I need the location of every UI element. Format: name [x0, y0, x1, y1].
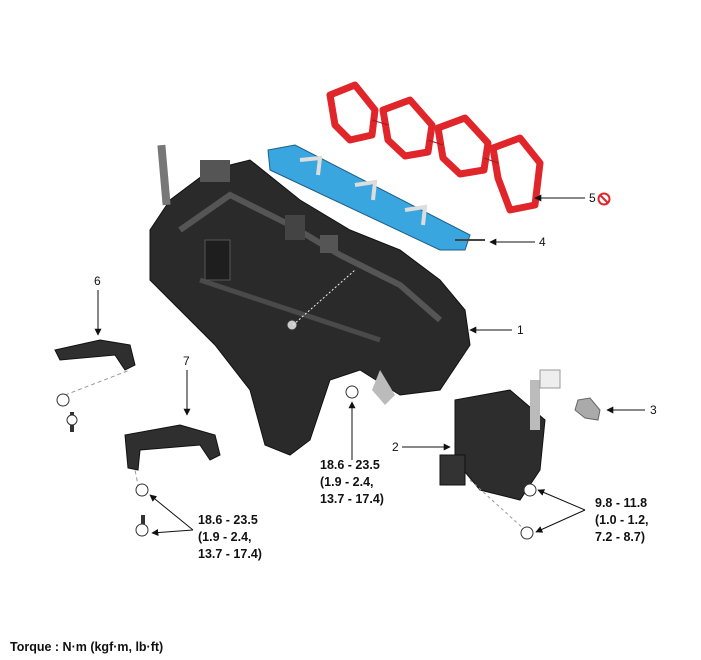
torque-nm: 18.6 - 23.5 [320, 458, 380, 472]
torque-kgfm: (1.9 - 2.4, [320, 475, 374, 489]
prohibited-icon [597, 192, 611, 206]
torque-kgfm: (1.0 - 1.2, [595, 513, 649, 527]
callout-2: 2 [392, 440, 399, 454]
callout-3: 3 [650, 403, 657, 417]
callout-4: 4 [539, 235, 546, 249]
intake-gasket [326, 81, 544, 214]
torque-lbft: 7.2 - 8.7) [595, 530, 646, 544]
bracket-6 [54, 339, 136, 432]
torque-spec-bracket: 18.6 - 23.5 (1.9 - 2.4, 13.7 - 17.4) [198, 512, 262, 563]
manifold-bolt [345, 385, 359, 399]
callout-6: 6 [94, 274, 101, 288]
torque-nm: 18.6 - 23.5 [198, 513, 258, 527]
clip-3 [574, 397, 601, 421]
callout-7: 7 [183, 354, 190, 368]
callout-1: 1 [517, 323, 524, 337]
injector-rail [267, 144, 485, 251]
bracket-7 [124, 424, 221, 537]
actuator-2 [439, 369, 561, 540]
torque-nm: 9.8 - 11.8 [595, 496, 648, 510]
torque-spec-actuator: 9.8 - 11.8 (1.0 - 1.2, 7.2 - 8.7) [595, 495, 649, 546]
intake-manifold [149, 144, 471, 456]
callout-5: 5 [589, 191, 596, 205]
torque-lbft: 13.7 - 17.4) [320, 492, 384, 506]
leader-lines [94, 194, 645, 537]
torque-spec-manifold: 18.6 - 23.5 (1.9 - 2.4, 13.7 - 17.4) [320, 457, 384, 508]
torque-units-note: Torque : N·m (kgf·m, lb·ft) [10, 640, 164, 654]
torque-lbft: 13.7 - 17.4) [198, 547, 262, 561]
torque-kgfm: (1.9 - 2.4, [198, 530, 252, 544]
